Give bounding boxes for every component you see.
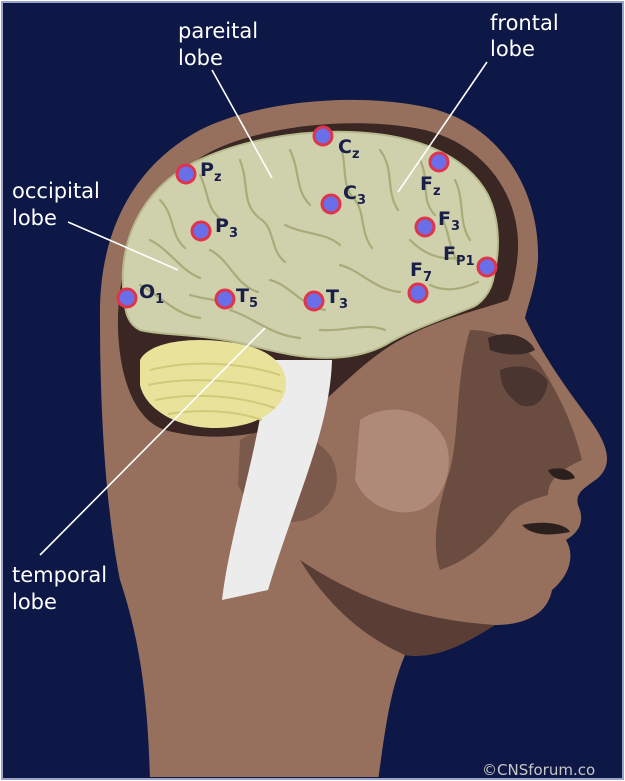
electrode-fz [430,153,448,171]
electrode-label-main-t5: T [236,285,249,307]
electrode-c3 [322,195,340,213]
electrode-label-sub-c3: 3 [357,193,366,208]
electrode-label-main-cz: C [338,136,352,158]
electrode-label-sub-pz: z [214,170,222,185]
electrode-label-sub-f7: 7 [423,270,432,285]
electrode-cz [314,127,332,145]
electrode-pz [177,165,195,183]
parietal-lobe-line1: pareital [178,19,258,43]
electrode-o1 [118,289,136,307]
electrode-label-sub-t5: 5 [249,296,258,311]
electrode-label-main-c3: C [343,182,357,204]
electrode-label-main-f7: F [410,259,423,281]
electrode-p3 [192,222,210,240]
electrode-label-sub-fp1: P1 [456,254,475,269]
electrode-label-main-fz: F [420,173,433,195]
electrode-f3 [416,218,434,236]
temporal-lobe-line2: lobe [12,590,57,614]
frontal-lobe-line1: frontal [490,11,559,35]
frontal-lobe-line2: lobe [490,37,535,61]
electrode-label-sub-cz: z [352,147,360,162]
electrode-label-main-f3: F [438,208,451,230]
electrode-fp1 [478,258,496,276]
temporal-lobe-line1: temporal [12,563,107,587]
electrode-label-main-o1: O [139,281,155,303]
electrode-t3 [305,292,323,310]
electrode-t5 [216,290,234,308]
electrode-label-main-p3: P [215,215,229,237]
credit-text: ©CNSforum.co [482,761,595,779]
electrode-f7 [409,284,427,302]
occipital-lobe-line1: occipital [12,179,100,203]
electrode-label-sub-fz: z [433,184,441,199]
electrode-label-sub-t3: 3 [339,297,348,312]
occipital-lobe-line2: lobe [12,206,57,230]
electrode-label-main-pz: P [200,159,214,181]
electrode-label-main-fp1: F [443,243,456,265]
parietal-lobe-line2: lobe [178,46,223,70]
electrode-label-sub-p3: 3 [229,226,238,241]
electrode-label-sub-o1: 1 [155,292,164,307]
electrode-label-main-t3: T [326,286,339,308]
electrode-label-sub-f3: 3 [451,219,460,234]
